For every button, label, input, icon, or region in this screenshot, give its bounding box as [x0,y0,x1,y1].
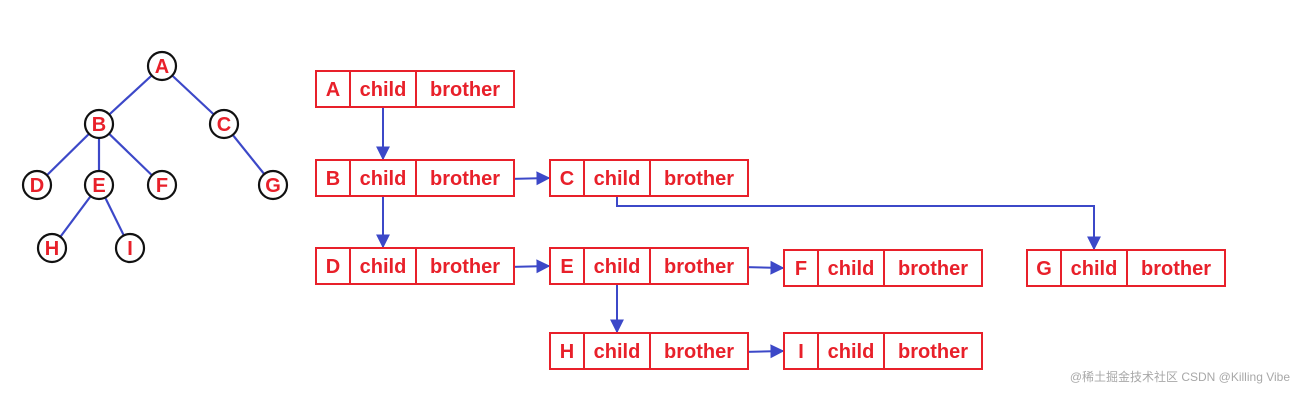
tree-node-circle [208,108,240,140]
tree-node-circle [257,169,289,201]
tree-node-g: G [257,169,289,201]
record-label: G [1036,258,1052,280]
tree-nodes: A B C D E F G H I [21,50,289,264]
tree-node-a: A [146,50,178,82]
record-label: I [798,341,804,363]
tree-node-label: A [155,56,169,78]
record-brother-field: brother [664,256,734,278]
tree-node-label: F [156,175,168,197]
tree-node-label: I [127,238,133,260]
record-brother-field: brother [1141,258,1211,280]
tree-node-label: D [30,175,44,197]
tree-node-circle [83,169,115,201]
record-brother-field: brother [430,168,500,190]
record-label: B [326,168,340,190]
record-label: C [560,168,574,190]
record-brother-field: brother [898,341,968,363]
record-label: D [326,256,340,278]
tree-edges [36,65,274,249]
record-label: H [560,341,574,363]
record-brother-field: brother [430,256,500,278]
record-label: F [795,258,807,280]
record-label: E [560,256,573,278]
record-child-field: child [594,256,641,278]
link-arrows [376,99,1101,359]
tree-node-b: B [83,108,115,140]
record-brother-field: brother [430,79,500,101]
tree-node-label: H [45,238,59,260]
record-child-field: child [594,341,641,363]
record-label: A [326,79,340,101]
record-child-field: child [828,258,875,280]
record-child-field: child [360,256,407,278]
record-child-field: child [828,341,875,363]
tree-node-h: H [36,232,68,264]
record-child-field: child [594,168,641,190]
tree-node-c: C [208,108,240,140]
record-brother-field: brother [664,341,734,363]
tree-node-circle [114,232,146,264]
tree-node-label: G [265,175,281,197]
tree-node-circle [83,108,115,140]
tree-node-circle [146,169,178,201]
tree-node-circle [146,50,178,82]
tree-node-circle [36,232,68,264]
watermark: @稀土掘金技术社区 CSDN @Killing Vibe [1069,370,1290,384]
record-child-field: child [360,168,407,190]
record-brother-field: brother [664,168,734,190]
tree-node-d: D [21,169,53,201]
tree-node-i: I [114,232,146,264]
tree-node-e: E [83,169,115,201]
tree-node-f: F [146,169,178,201]
tree-node-label: E [92,175,105,197]
tree-node-label: C [217,114,231,136]
record-child-field: child [360,79,407,101]
record-brother-field: brother [898,258,968,280]
arrow-child-c-to-g [616,188,1101,251]
record-child-field: child [1071,258,1118,280]
tree-node-label: B [92,114,106,136]
tree-node-circle [21,169,53,201]
